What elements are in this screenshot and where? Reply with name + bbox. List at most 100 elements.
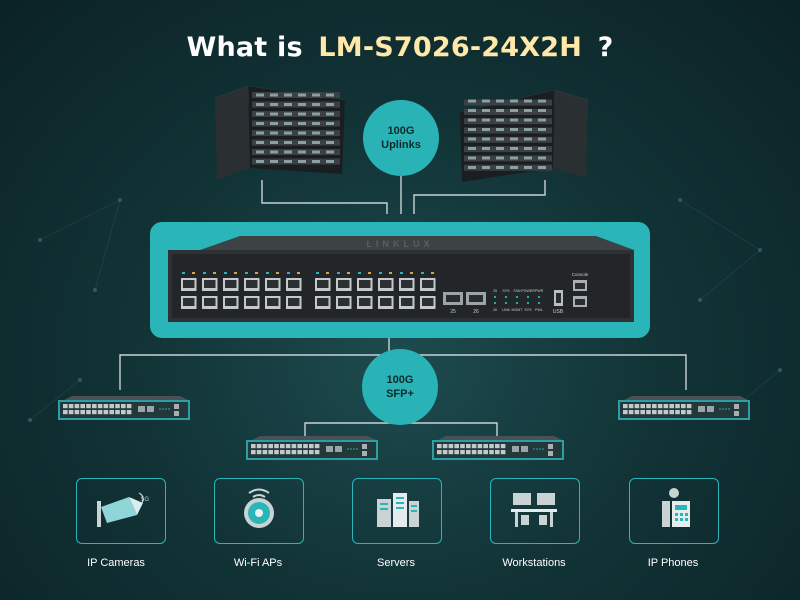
access-port[interactable] bbox=[657, 404, 663, 409]
access-port[interactable] bbox=[309, 444, 314, 449]
rj45-port-socket bbox=[288, 298, 300, 306]
access-port[interactable] bbox=[657, 410, 663, 415]
access-port[interactable] bbox=[291, 444, 297, 449]
access-port[interactable] bbox=[97, 404, 103, 409]
access-port[interactable] bbox=[86, 410, 91, 415]
access-port[interactable] bbox=[280, 450, 285, 455]
access-port[interactable] bbox=[454, 450, 459, 455]
access-port[interactable] bbox=[681, 410, 686, 415]
access-port[interactable] bbox=[669, 410, 674, 415]
access-port[interactable] bbox=[634, 404, 640, 409]
access-port[interactable] bbox=[80, 410, 85, 415]
access-port[interactable] bbox=[437, 444, 442, 449]
access-port[interactable] bbox=[489, 444, 494, 449]
access-port[interactable] bbox=[109, 404, 114, 409]
access-port[interactable] bbox=[314, 450, 320, 455]
access-port[interactable] bbox=[471, 444, 477, 449]
access-port[interactable] bbox=[268, 444, 273, 449]
access-port[interactable] bbox=[285, 444, 291, 449]
access-port[interactable] bbox=[628, 410, 634, 415]
access-port[interactable] bbox=[68, 404, 74, 409]
access-port[interactable] bbox=[126, 404, 132, 409]
access-port[interactable] bbox=[477, 444, 483, 449]
access-port[interactable] bbox=[640, 410, 645, 415]
access-port[interactable] bbox=[256, 444, 262, 449]
access-port[interactable] bbox=[483, 444, 488, 449]
access-port[interactable] bbox=[126, 410, 132, 415]
access-port[interactable] bbox=[251, 450, 256, 455]
access-port[interactable] bbox=[500, 450, 506, 455]
access-port[interactable] bbox=[80, 404, 85, 409]
led-label-top: POWER bbox=[521, 289, 535, 293]
access-port[interactable] bbox=[442, 444, 448, 449]
access-port[interactable] bbox=[309, 450, 314, 455]
access-port[interactable] bbox=[686, 410, 692, 415]
access-port[interactable] bbox=[489, 450, 494, 455]
access-port[interactable] bbox=[303, 444, 308, 449]
access-port[interactable] bbox=[686, 404, 692, 409]
access-port[interactable] bbox=[97, 410, 103, 415]
access-port[interactable] bbox=[628, 404, 634, 409]
access-port[interactable] bbox=[437, 450, 442, 455]
access-port[interactable] bbox=[280, 444, 285, 449]
access-port[interactable] bbox=[466, 444, 471, 449]
access-port[interactable] bbox=[448, 450, 454, 455]
page-title: What is LM-S7026-24X2H ? bbox=[0, 32, 800, 63]
access-port[interactable] bbox=[103, 410, 109, 415]
access-port[interactable] bbox=[115, 404, 120, 409]
access-port[interactable] bbox=[460, 444, 465, 449]
access-port[interactable] bbox=[115, 410, 120, 415]
access-port[interactable] bbox=[103, 404, 109, 409]
access-port[interactable] bbox=[477, 450, 483, 455]
access-port[interactable] bbox=[262, 444, 268, 449]
access-port[interactable] bbox=[652, 410, 657, 415]
access-port[interactable] bbox=[646, 404, 651, 409]
access-port[interactable] bbox=[121, 410, 126, 415]
access-port[interactable] bbox=[86, 404, 91, 409]
access-port[interactable] bbox=[297, 450, 302, 455]
access-port[interactable] bbox=[92, 410, 97, 415]
access-port[interactable] bbox=[274, 444, 279, 449]
access-port[interactable] bbox=[495, 444, 500, 449]
access-port[interactable] bbox=[675, 410, 680, 415]
access-port[interactable] bbox=[652, 404, 657, 409]
access-port[interactable] bbox=[268, 450, 273, 455]
access-port[interactable] bbox=[262, 450, 268, 455]
access-port[interactable] bbox=[471, 450, 477, 455]
access-port[interactable] bbox=[483, 450, 488, 455]
access-port[interactable] bbox=[121, 404, 126, 409]
access-port[interactable] bbox=[109, 410, 114, 415]
access-port[interactable] bbox=[623, 410, 628, 415]
access-port[interactable] bbox=[500, 444, 506, 449]
access-port[interactable] bbox=[681, 404, 686, 409]
access-port[interactable] bbox=[68, 410, 74, 415]
access-port[interactable] bbox=[495, 450, 500, 455]
access-port[interactable] bbox=[285, 450, 291, 455]
access-port[interactable] bbox=[634, 410, 640, 415]
access-port[interactable] bbox=[63, 404, 68, 409]
access-port[interactable] bbox=[448, 444, 454, 449]
access-port[interactable] bbox=[74, 410, 80, 415]
access-port[interactable] bbox=[442, 450, 448, 455]
access-port[interactable] bbox=[640, 404, 645, 409]
access-port[interactable] bbox=[466, 450, 471, 455]
access-port[interactable] bbox=[92, 404, 97, 409]
access-port[interactable] bbox=[460, 450, 465, 455]
access-port[interactable] bbox=[663, 404, 669, 409]
access-port[interactable] bbox=[297, 444, 302, 449]
access-port[interactable] bbox=[646, 410, 651, 415]
access-port[interactable] bbox=[63, 410, 68, 415]
access-port[interactable] bbox=[663, 410, 669, 415]
access-port[interactable] bbox=[675, 404, 680, 409]
access-port[interactable] bbox=[74, 404, 80, 409]
access-port[interactable] bbox=[291, 450, 297, 455]
uplink-badge-label: Uplinks bbox=[381, 139, 421, 151]
access-port[interactable] bbox=[274, 450, 279, 455]
access-port[interactable] bbox=[251, 444, 256, 449]
access-port[interactable] bbox=[314, 444, 320, 449]
access-port[interactable] bbox=[669, 404, 674, 409]
access-port[interactable] bbox=[303, 450, 308, 455]
access-port[interactable] bbox=[454, 444, 459, 449]
access-port[interactable] bbox=[623, 404, 628, 409]
access-port[interactable] bbox=[256, 450, 262, 455]
